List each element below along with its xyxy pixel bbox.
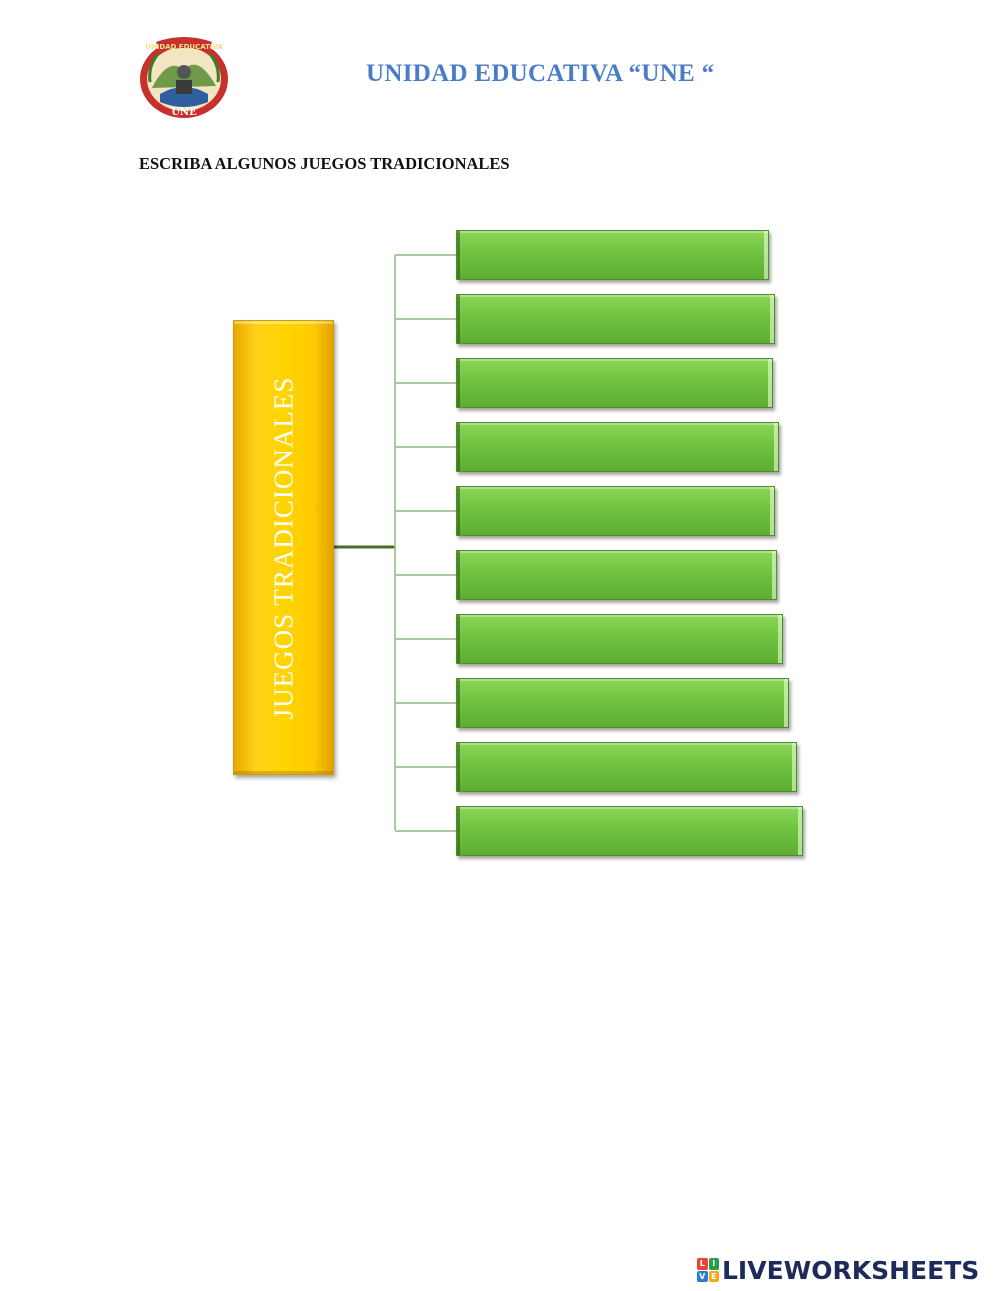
liveworksheets-logo-icon: L I V E xyxy=(697,1258,719,1282)
answer-box-10[interactable] xyxy=(456,806,803,856)
answer-box-8[interactable] xyxy=(456,678,789,728)
center-topic-box: JUEGOS TRADICIONALES xyxy=(233,320,334,775)
brand-text: LIVEWORKSHEETS xyxy=(722,1255,980,1285)
school-title: UNIDAD EDUCATIVA “UNE “ xyxy=(366,60,715,87)
answer-box-1[interactable] xyxy=(456,230,769,280)
answer-box-6[interactable] xyxy=(456,550,777,600)
svg-text:UNIDAD EDUCATIVA: UNIDAD EDUCATIVA xyxy=(145,43,223,51)
answer-box-9[interactable] xyxy=(456,742,797,792)
answer-box-3[interactable] xyxy=(456,358,773,408)
answer-box-4[interactable] xyxy=(456,422,779,472)
instruction-text: ESCRIBA ALGUNOS JUEGOS TRADICIONALES xyxy=(139,154,510,173)
center-topic-label: JUEGOS TRADICIONALES xyxy=(268,376,298,719)
answer-box-7[interactable] xyxy=(456,614,783,664)
school-logo: UNIDAD EDUCATIVA UNE xyxy=(138,36,230,120)
liveworksheets-brand: L I V E LIVEWORKSHEETS xyxy=(697,1255,979,1285)
answer-box-5[interactable] xyxy=(456,486,775,536)
svg-text:UNE: UNE xyxy=(171,107,197,118)
answer-box-2[interactable] xyxy=(456,294,775,344)
